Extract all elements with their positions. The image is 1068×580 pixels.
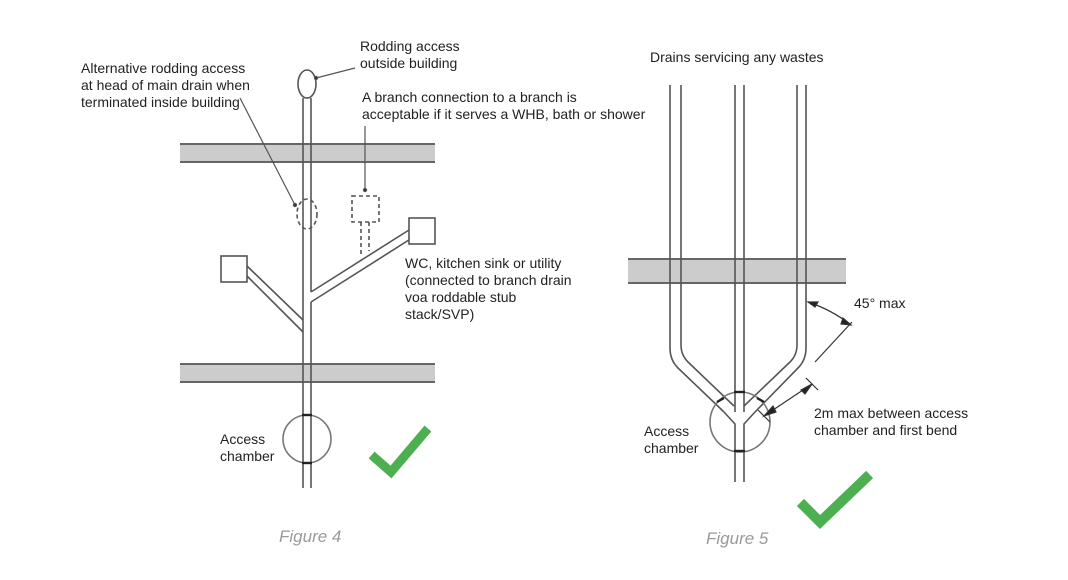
drain-left bbox=[669, 85, 735, 413]
label-access-chamber-5: Access chamber bbox=[644, 423, 699, 456]
caption-figure-4: Figure 4 bbox=[279, 527, 342, 546]
caption-figure-5: Figure 5 bbox=[706, 529, 769, 548]
angle-dimension bbox=[806, 301, 853, 363]
label-wc-kitchen-utility: WC, kitchen sink or utility (connected t… bbox=[405, 255, 572, 322]
label-alternative-rodding-access: Alternative rodding access at head of ma… bbox=[81, 60, 250, 110]
branch-to-branch-dashed bbox=[351, 195, 380, 256]
label-2m-max: 2m max between access chamber and first … bbox=[814, 405, 969, 438]
label-rodding-access-outside: Rodding access outside building bbox=[360, 38, 460, 71]
figure-4 bbox=[180, 67, 436, 488]
floor-slab-fig5 bbox=[628, 258, 846, 284]
floor-slab-lower bbox=[180, 363, 435, 383]
label-drains-servicing: Drains servicing any wastes bbox=[650, 49, 824, 65]
branch-drain-left bbox=[220, 255, 304, 333]
drain-right bbox=[743, 85, 807, 413]
alternative-rodding-oval bbox=[296, 198, 318, 230]
distance-dimension bbox=[757, 377, 819, 423]
leader-lines bbox=[239, 67, 368, 208]
access-chamber-4 bbox=[282, 413, 332, 465]
label-45-max: 45° max bbox=[854, 295, 906, 311]
check-icon bbox=[368, 425, 432, 479]
label-access-chamber-4: Access chamber bbox=[220, 431, 275, 464]
access-chamber-5 bbox=[709, 390, 771, 453]
label-branch-connection: A branch connection to a branch is accep… bbox=[362, 89, 646, 122]
floor-slab-upper bbox=[180, 143, 435, 163]
main-drain-stack bbox=[297, 69, 317, 488]
branch-drain-right bbox=[310, 217, 436, 303]
check-icon bbox=[796, 470, 874, 529]
drain-centre bbox=[723, 85, 756, 482]
figure-5 bbox=[628, 85, 853, 482]
